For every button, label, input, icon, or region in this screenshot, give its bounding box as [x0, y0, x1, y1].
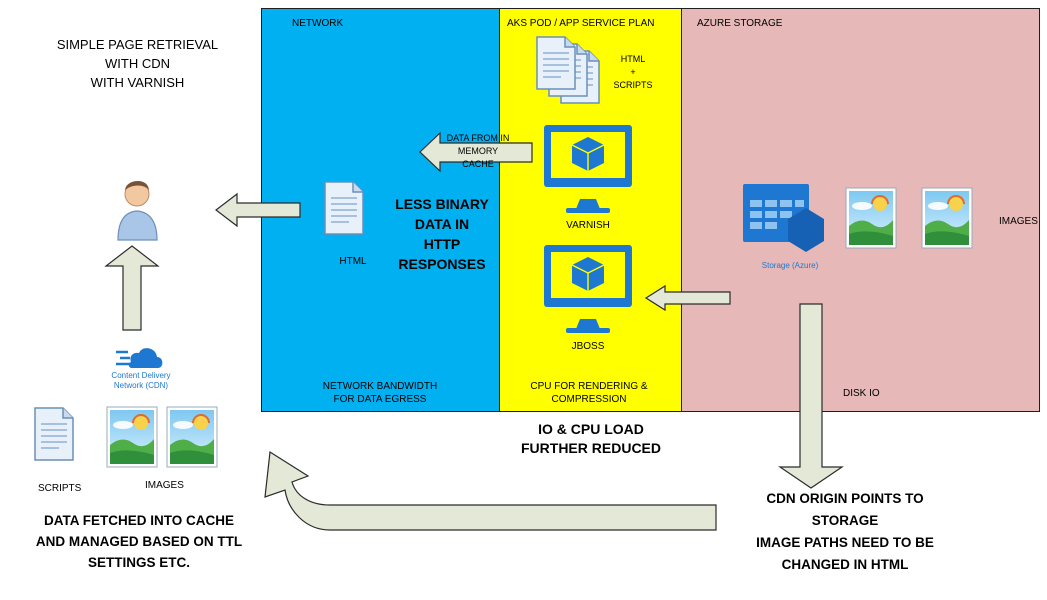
storage-azure-label: Storage (Azure): [761, 261, 819, 270]
images-label: IMAGES: [999, 216, 1038, 227]
cdn-origin-note: CDN ORIGIN POINTS TO STORAGE IMAGE PATHS…: [720, 488, 970, 576]
network-zone-footer: NETWORK BANDWIDTH FOR DATA EGRESS: [300, 380, 460, 406]
html-label: HTML: [339, 256, 367, 267]
cdn-image-icon-2: [166, 406, 218, 468]
network-left-arrow: [215, 192, 301, 228]
cdn-origin-line-3: IMAGE PATHS NEED TO BE: [756, 535, 934, 550]
storage-jboss-arrow: [644, 284, 731, 312]
intro-line-3: WITH VARNISH: [90, 75, 185, 90]
html-document-front-icon: [536, 36, 576, 90]
aks-zone-title: AKS POD / APP SERVICE PLAN: [507, 18, 655, 29]
network-footer-line-1: NETWORK BANDWIDTH: [322, 381, 438, 392]
storage-zone-title: AZURE STORAGE: [697, 18, 783, 29]
cdn-label: Content Delivery Network (CDN): [95, 371, 187, 391]
cdn-label-line-2: Network (CDN): [113, 381, 169, 390]
memory-cache-label: DATA FROM IN MEMORY CACHE: [436, 132, 520, 171]
network-zone-title: NETWORK: [292, 18, 344, 29]
jboss-monitor-icon: [543, 244, 633, 334]
data-fetched-line-2: AND MANAGED BASED ON TTL: [35, 534, 243, 549]
aks-footer-line-2: COMPRESSION: [551, 394, 627, 405]
user-icon: [117, 180, 158, 241]
html-scripts-line-2: +: [630, 67, 636, 77]
intro-line-1: SIMPLE PAGE RETRIEVAL: [56, 37, 219, 52]
cdn-return-arrow: [264, 450, 717, 531]
storage-table-icon: [743, 184, 824, 252]
io-cpu-line-2: FURTHER REDUCED: [521, 440, 661, 456]
aks-zone-footer: CPU FOR RENDERING & COMPRESSION: [509, 380, 669, 406]
cdn-images-label: IMAGES: [145, 480, 184, 491]
storage-down-arrow: [778, 303, 844, 489]
intro-line-2: WITH CDN: [105, 56, 170, 71]
data-fetched-note: DATA FETCHED INTO CACHE AND MANAGED BASE…: [8, 510, 270, 573]
cdn-origin-line-2: STORAGE: [811, 513, 879, 528]
less-binary-text: LESS BINARY DATA IN HTTP RESPONSES: [378, 194, 506, 274]
cdn-label-line-1: Content Delivery: [111, 371, 171, 380]
less-binary-line-3: HTTP: [423, 236, 461, 252]
io-cpu-note: IO & CPU LOAD FURTHER REDUCED: [496, 420, 686, 458]
memory-cache-arrow: [419, 131, 533, 173]
html-scripts-label: HTML + SCRIPTS: [604, 53, 662, 92]
network-footer-line-2: FOR DATA EGRESS: [333, 394, 427, 405]
varnish-label: VARNISH: [566, 220, 610, 231]
less-binary-line-1: LESS BINARY: [395, 196, 489, 212]
io-cpu-line-1: IO & CPU LOAD: [538, 421, 644, 437]
storage-zone-footer: DISK IO: [843, 388, 880, 399]
data-fetched-line-1: DATA FETCHED INTO CACHE: [44, 513, 234, 528]
storage-image-icon-1: [845, 187, 897, 249]
storage-image-icon-2: [921, 187, 973, 249]
network-zone: [261, 8, 500, 412]
data-fetched-line-3: SETTINGS ETC.: [87, 555, 190, 570]
cdn-scripts-label: SCRIPTS: [38, 483, 82, 494]
cdn-origin-line-1: CDN ORIGIN POINTS TO: [766, 491, 924, 506]
html-scripts-line-1: HTML: [620, 54, 646, 64]
cdn-up-arrow: [104, 245, 160, 331]
jboss-label: JBOSS: [571, 341, 605, 352]
less-binary-line-2: DATA IN: [414, 216, 470, 232]
memory-cache-line-2: MEMORY: [457, 146, 499, 156]
intro-text: SIMPLE PAGE RETRIEVAL WITH CDN WITH VARN…: [30, 35, 245, 92]
cdn-image-icon-1: [106, 406, 158, 468]
cdn-scripts-document-icon: [34, 407, 74, 461]
varnish-monitor-icon: [543, 124, 633, 214]
memory-cache-line-1: DATA FROM IN: [446, 133, 510, 143]
html-document-icon: [324, 181, 364, 235]
less-binary-line-4: RESPONSES: [398, 256, 486, 272]
memory-cache-line-3: CACHE: [462, 159, 494, 169]
cdn-cloud-icon: [116, 348, 163, 368]
cdn-origin-line-4: CHANGED IN HTML: [781, 557, 909, 572]
aks-footer-line-1: CPU FOR RENDERING &: [530, 381, 648, 392]
html-scripts-line-3: SCRIPTS: [613, 80, 653, 90]
